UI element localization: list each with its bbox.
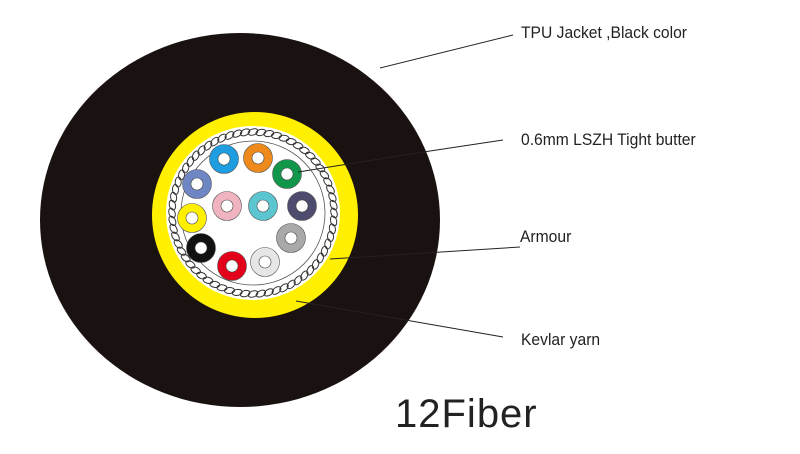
label-tight-buffer: 0.6mm LSZH Tight butter: [521, 130, 696, 149]
label-tpu-jacket: TPU Jacket ,Black color: [521, 23, 688, 42]
label-kevlar-yarn: Kevlar yarn: [521, 330, 601, 349]
fiber-core: [194, 241, 208, 255]
diagram-title: 12Fiber: [395, 392, 538, 436]
leader-line-buffer: [429, 139, 504, 152]
fiber-core: [295, 199, 309, 213]
label-armour: Armour: [520, 227, 572, 246]
fiber-core: [251, 151, 265, 165]
fiber-core: [284, 231, 298, 245]
fiber-core: [256, 199, 270, 213]
leader-line-armour: [329, 246, 521, 260]
fiber-core: [217, 152, 231, 166]
fiber-group: [177, 143, 317, 281]
leader-line-kevlar: [295, 300, 504, 338]
fiber-core: [185, 211, 199, 225]
armour-coil: [329, 199, 338, 211]
fiber-core: [280, 167, 294, 181]
leader-line-jacket: [379, 34, 514, 69]
fiber-core: [225, 259, 239, 273]
fiber-core: [258, 255, 272, 269]
fiber-core: [190, 177, 204, 191]
leader-line-buffer: [297, 150, 431, 173]
fiber-core: [220, 199, 234, 213]
